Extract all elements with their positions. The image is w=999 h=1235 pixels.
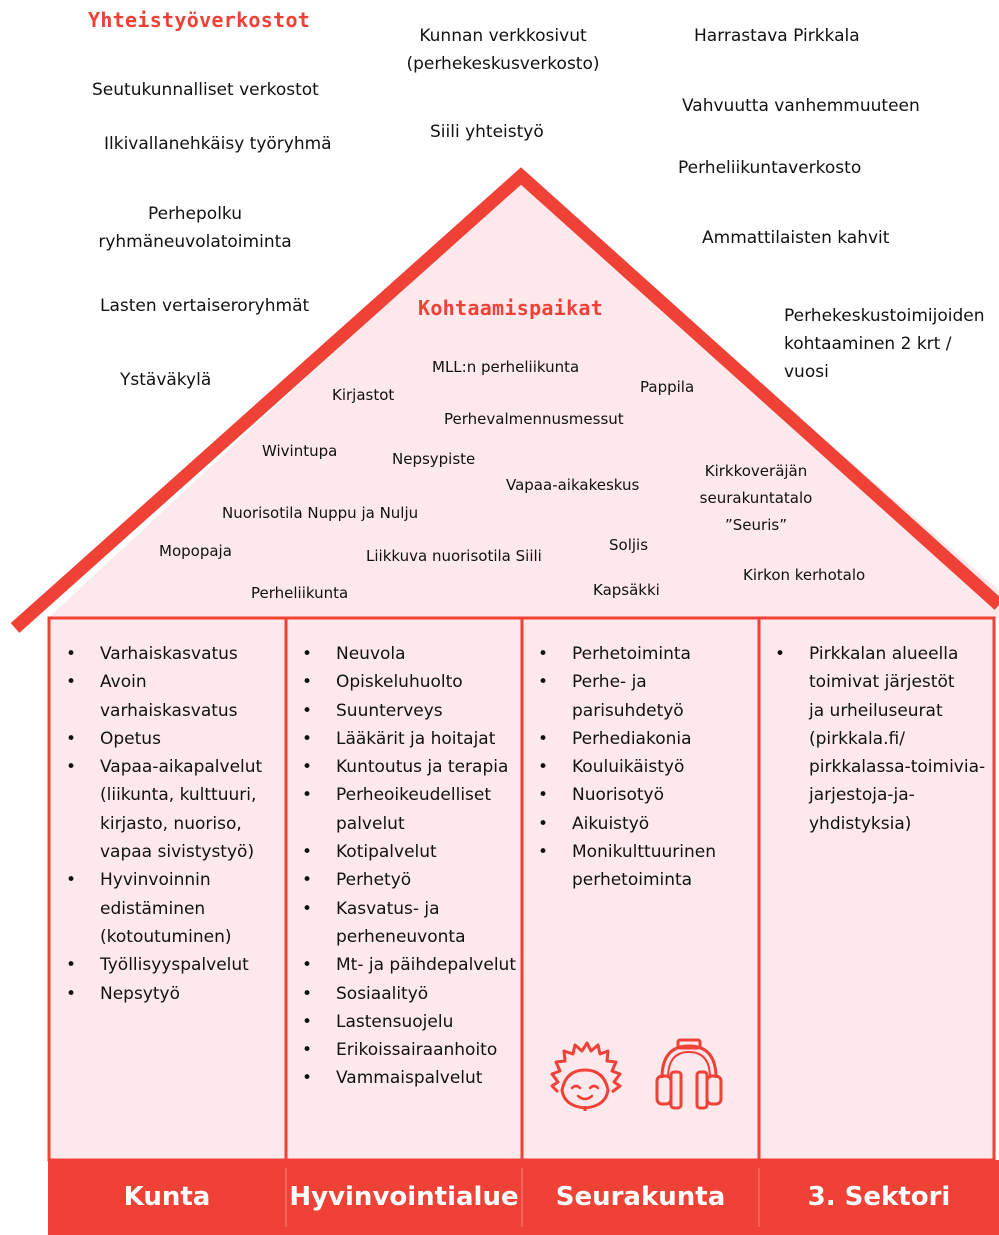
service-item: Lääkärit ja hoitajat (302, 725, 512, 754)
service-item: Perheoikeudelliset palvelut (302, 781, 512, 838)
network-item: Ammattilaisten kahvit (702, 228, 890, 248)
service-item: Monikulttuurinen perhetoiminta (538, 838, 749, 895)
service-item: Varhaiskasvatus (66, 640, 276, 669)
network-item: Perheliikuntaverkosto (678, 158, 862, 178)
network-heading: Yhteistyöverkostot (88, 8, 311, 32)
footer-bar (48, 1160, 999, 1235)
service-item: Perhediakonia (538, 725, 749, 754)
network-item: Ilkivallanehkäisy työryhmä (104, 134, 332, 154)
column-kunta: Varhaiskasvatus Avoin varhaiskasvatus Op… (52, 618, 284, 1160)
footer-label-kunta: Kunta (123, 1182, 211, 1212)
service-item: Nuorisotyö (538, 781, 749, 810)
network-item: Siili yhteistyö (430, 122, 544, 142)
service-list: Pirkkalan alueella toimivat järjestöt ja… (769, 640, 989, 838)
service-list: Neuvola Opiskeluhuolto Suunterveys Lääkä… (296, 640, 516, 1093)
footer-label-seurakunta: Seurakunta (555, 1182, 726, 1212)
footer-label-3-sektori: 3. Sektori (807, 1182, 951, 1212)
column-3-sektori: Pirkkalan alueella toimivat järjestöt ja… (761, 618, 997, 1160)
service-item: Mt- ja päihdepalvelut (302, 951, 516, 980)
service-item: Avoin varhaiskasvatus (66, 668, 276, 725)
network-item: Harrastava Pirkkala (694, 26, 860, 46)
service-item: Kotipalvelut (302, 838, 512, 867)
network-item: Perhekeskustoimijoiden kohtaaminen 2 krt… (784, 306, 985, 382)
service-item: Perhetyö (302, 866, 512, 895)
meeting-place: Nuorisotila Nuppu ja Nulju (222, 504, 419, 522)
service-item: Kuntoutus ja terapia (302, 753, 512, 782)
service-item: Vapaa-aikapalvelut (liikunta, kulttuuri,… (66, 753, 276, 866)
service-item: Työllisyyspalvelut (66, 951, 276, 980)
meeting-place: MLL:n perheliikunta (432, 358, 580, 376)
meeting-place: Perhevalmennusmessut (444, 410, 624, 428)
service-item: Vammaispalvelut (302, 1064, 512, 1093)
meeting-place: Pappila (640, 378, 695, 396)
service-item: Perhe- ja parisuhdetyö (538, 668, 749, 725)
service-item: Perhetoiminta (538, 640, 749, 669)
service-item: Lastensuojelu (302, 1008, 512, 1037)
hedgehog-icon (550, 1041, 622, 1111)
meeting-place: Perheliikunta (251, 584, 349, 602)
service-item: Kasvatus- ja perheneuvonta (302, 895, 512, 952)
service-item: Opiskeluhuolto (302, 668, 512, 697)
meeting-places-heading: Kohtaamispaikat (418, 296, 604, 320)
roof-fill (48, 178, 999, 618)
meeting-place: Nepsypiste (392, 450, 476, 468)
meeting-place: Kirkkoveräjän seurakuntatalo ”Seuris” (699, 462, 813, 534)
meeting-place: Kirjastot (332, 386, 395, 404)
service-item: Neuvola (302, 640, 512, 669)
service-list: Varhaiskasvatus Avoin varhaiskasvatus Op… (60, 640, 276, 1008)
service-item: Nepsytyö (66, 980, 276, 1009)
meeting-place: Liikkuva nuorisotila Siili (366, 547, 542, 565)
service-item: Pirkkalan alueella toimivat järjestöt ja… (775, 640, 989, 838)
column-seurakunta: Perhetoiminta Perhe- ja parisuhdetyö Per… (524, 618, 757, 1160)
headphones-icon (655, 1038, 723, 1110)
network-item: Ystäväkylä (120, 370, 212, 390)
network-item: Vahvuutta vanhemmuuteen (682, 96, 920, 116)
network-item: Seutukunnalliset verkostot (92, 80, 319, 100)
service-item: Hyvinvoinnin edistäminen (kotoutuminen) (66, 866, 276, 951)
service-list: Perhetoiminta Perhe- ja parisuhdetyö Per… (532, 640, 749, 895)
service-item: Aikuistyö (538, 810, 749, 839)
service-item: Suunterveys (302, 697, 512, 726)
network-item: Kunnan verkkosivut (perhekeskusverkosto) (406, 26, 600, 74)
network-item: Lasten vertaiseroryhmät (100, 296, 310, 316)
network-item: Perhepolku ryhmäneuvolatoiminta (98, 204, 292, 252)
service-item: Opetus (66, 725, 276, 754)
footer-label-hyvinvointialue: Hyvinvointialue (289, 1182, 519, 1212)
service-item: Erikoissairaanhoito (302, 1036, 512, 1065)
meeting-place: Soljis (609, 536, 649, 554)
meeting-place: Wivintupa (262, 442, 338, 460)
meeting-place: Kapsäkki (593, 581, 660, 599)
meeting-place: Kirkon kerhotalo (743, 566, 866, 584)
service-item: Sosiaalityö (302, 980, 512, 1009)
meeting-place: Vapaa-aikakeskus (506, 476, 640, 494)
column-hyvinvointialue: Neuvola Opiskeluhuolto Suunterveys Lääkä… (288, 618, 520, 1160)
service-item: Kouluikäistyö (538, 753, 749, 782)
meeting-place: Mopopaja (159, 542, 232, 560)
roof-outline (10, 167, 999, 633)
